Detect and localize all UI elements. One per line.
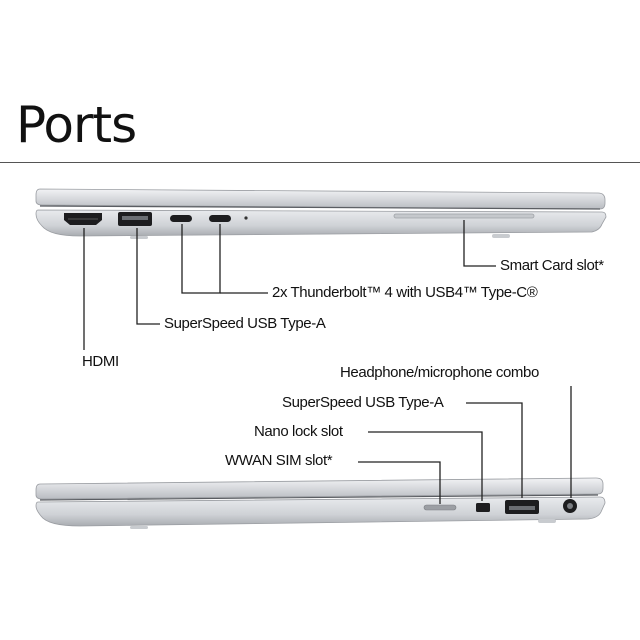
usb-a-label-right: SuperSpeed USB Type-A	[164, 315, 326, 332]
nano-lock-label: Nano lock slot	[254, 423, 343, 440]
wwan-sim-label: WWAN SIM slot*	[225, 452, 333, 469]
callout-lines-right	[83, 220, 496, 350]
smart-card-slot-icon	[393, 213, 535, 219]
usb-a-port-icon	[505, 500, 539, 514]
usb-a-label-left: SuperSpeed USB Type-A	[282, 394, 444, 411]
laptop-right-side	[35, 188, 607, 350]
hdmi-port-icon	[64, 213, 102, 225]
smart-card-slot-label: Smart Card slot*	[500, 257, 604, 274]
status-led-icon	[244, 216, 248, 220]
usb-a-port-icon	[118, 212, 152, 226]
thunderbolt-label: 2x Thunderbolt™ 4 with USB4™ Type-C®	[272, 284, 538, 301]
laptop-left-side	[35, 386, 606, 529]
usb-c-port-icon	[209, 215, 231, 222]
callout-lines-left	[358, 386, 572, 504]
page-title: Ports	[16, 96, 137, 154]
laptop-base	[35, 496, 606, 527]
lock-slot-icon	[476, 503, 490, 512]
sim-slot-icon	[423, 504, 457, 511]
headphone-combo-label: Headphone/microphone combo	[340, 364, 539, 381]
hdmi-label: HDMI	[82, 353, 119, 370]
title-divider	[0, 162, 640, 163]
usb-c-port-icon	[170, 215, 192, 222]
laptop-lid	[35, 477, 604, 500]
audio-jack-icon	[563, 499, 577, 513]
